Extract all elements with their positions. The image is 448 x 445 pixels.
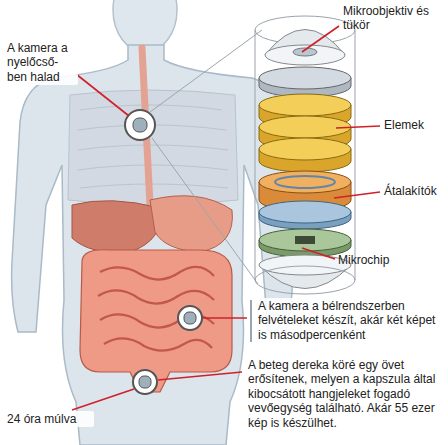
part-label: Mikroobjektiv és tükör <box>343 4 443 33</box>
callout-note: 24 óra múlva <box>4 411 94 427</box>
capsule-markers <box>125 110 202 394</box>
callout-note: A kamera a bélrendszerben felvételeket k… <box>255 298 445 343</box>
part-label: Átalakítók <box>384 184 446 198</box>
callout-note: A beteg dereka köré egy övet erősítenek,… <box>245 357 445 431</box>
exploded-capsule <box>255 16 355 294</box>
digestive-organs <box>72 48 232 392</box>
part-label: Mikrochip <box>338 253 418 267</box>
callout-note: A kamera a nyelőcső- ben halad <box>4 40 78 85</box>
leader-lines <box>72 26 380 410</box>
callout-bar <box>250 300 252 342</box>
part-label: Elemek <box>384 118 444 132</box>
magnification-lines <box>150 30 262 284</box>
